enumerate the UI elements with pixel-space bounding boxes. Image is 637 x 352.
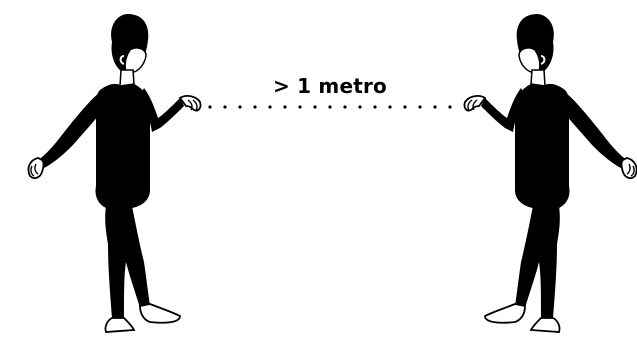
person-left-torso: [95, 83, 150, 208]
person-right-torso: [515, 83, 570, 208]
distance-label: > 1 metro: [273, 74, 387, 98]
person-right-arm-front: [481, 88, 525, 132]
person-left-legs: [105, 206, 150, 318]
person-left-arm-back: [38, 92, 108, 168]
person-right-arm-back: [557, 92, 627, 168]
person-left: [27, 14, 202, 333]
distance-dotted-line: [208, 105, 452, 109]
person-right-legs: [515, 206, 560, 318]
person-right: [463, 14, 637, 333]
person-left-arm-front: [140, 88, 184, 132]
